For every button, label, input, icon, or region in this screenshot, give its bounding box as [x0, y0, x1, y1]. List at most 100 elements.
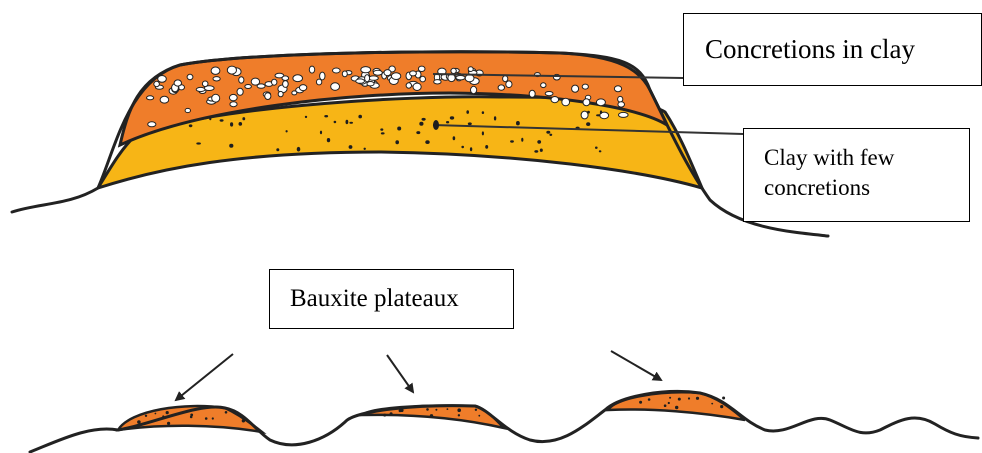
concretion-pebble: [583, 99, 590, 106]
small-plateau-speck: [478, 415, 480, 417]
small-plateau-speck: [447, 408, 449, 410]
concretion-pebble: [582, 84, 588, 89]
clay-speck: [586, 122, 590, 126]
label-clay-with-few-concretions: Clay with few concretions: [743, 128, 970, 222]
clay-speck: [595, 147, 598, 149]
clay-speck: [537, 140, 541, 144]
small-plateau-speck: [167, 422, 170, 425]
clay-speck: [364, 148, 366, 150]
clay-speck: [209, 117, 211, 121]
concretion-pebble: [410, 71, 417, 76]
concretion-pebble: [211, 67, 220, 74]
clay-speck: [482, 111, 484, 114]
concretion-pebble: [196, 87, 205, 91]
clay-speck: [358, 115, 362, 119]
concretion-pebble: [239, 77, 244, 83]
concretion-pebble: [202, 81, 208, 87]
concretion-pebble: [503, 76, 508, 82]
small-plateau-speck: [137, 420, 141, 424]
clay-speck: [466, 110, 469, 114]
clay-leader-marker: [433, 120, 439, 130]
concretion-pebble: [420, 76, 426, 82]
concretion-pebble: [465, 75, 474, 82]
label-bauxite-plateaux: Bauxite plateaux: [269, 269, 514, 329]
clay-speck: [422, 118, 426, 121]
small-plateau-speck: [639, 401, 642, 404]
clay-speck: [416, 131, 420, 134]
concretion-pebble: [148, 122, 156, 127]
concretion-pebble: [356, 79, 365, 83]
small-plateau-speck: [430, 414, 433, 417]
clay-speck: [397, 127, 401, 131]
concretion-pebble: [187, 74, 193, 79]
concretion-pebble: [596, 99, 605, 106]
clay-speck: [229, 144, 233, 148]
concretion-pebble: [468, 67, 473, 72]
clay-speck: [419, 122, 423, 126]
clay-speck: [324, 115, 328, 117]
concretion-pebble: [272, 79, 277, 85]
small-plateau-speck: [688, 397, 690, 399]
small-plateau-speck: [399, 409, 402, 412]
clay-speck: [286, 130, 288, 132]
small-plateau-speck: [711, 403, 713, 405]
concretion-pebble: [406, 83, 411, 88]
concretion-pebble: [618, 96, 623, 102]
label-clay-line-2: concretions: [764, 173, 969, 203]
concretion-pebble: [373, 70, 382, 75]
concretion-pebble: [498, 85, 504, 90]
small-plateau-speck: [475, 409, 477, 411]
concretion-pebble: [265, 93, 271, 100]
clay-speck: [242, 117, 245, 120]
concretion-pebble: [174, 80, 181, 86]
concretion-pebble: [147, 96, 154, 100]
concretion-pebble: [282, 76, 289, 81]
concretion-pebble: [529, 90, 535, 97]
concretion-pebble: [154, 81, 160, 86]
concretion-pebble: [551, 97, 559, 103]
clay-speck: [320, 131, 322, 135]
small-plateau-speck: [669, 397, 671, 399]
concretion-pebble: [278, 91, 283, 96]
clay-speck: [587, 111, 590, 114]
clay-speck: [327, 138, 330, 142]
concretion-pebble: [369, 76, 379, 80]
concretion-pebble: [618, 102, 625, 107]
clay-speck: [380, 128, 383, 130]
small-plateau-speck: [664, 404, 667, 407]
concretion-pebble: [471, 86, 477, 93]
concretion-pebble: [212, 94, 220, 102]
concretion-pebble: [365, 75, 370, 82]
clay-speck: [349, 122, 353, 124]
concretion-pebble: [413, 83, 421, 90]
small-plateau-speck: [722, 397, 725, 400]
concretion-pebble: [391, 73, 400, 80]
concretion-pebble: [257, 84, 265, 88]
concretion-pebble: [562, 98, 570, 106]
small-plateau-speck: [205, 417, 208, 420]
clay-speck: [470, 147, 472, 151]
clay-speck: [381, 132, 385, 134]
concretion-pebble: [333, 68, 341, 73]
concretion-pebble: [292, 91, 297, 95]
bauxite-arrows: [176, 351, 661, 400]
concretion-pebble: [572, 85, 579, 92]
clay-speck: [468, 122, 472, 125]
clay-speck: [220, 119, 224, 121]
concretion-pebble: [245, 85, 252, 89]
small-plateau-speck: [166, 411, 169, 414]
label-clay-line-1: Clay with few: [764, 143, 969, 173]
concretion-pebble: [158, 76, 167, 83]
clay-speck: [596, 114, 600, 116]
small-plateau-speck: [225, 411, 228, 414]
small-plateau-speck: [390, 412, 393, 415]
clay-speck: [521, 138, 523, 142]
clay-speck: [450, 116, 454, 119]
concretion-pebble: [541, 83, 546, 88]
clay-speck: [534, 150, 538, 153]
label-concretions-in-clay: Concretions in clay: [683, 13, 982, 86]
concretion-pebble: [451, 68, 456, 73]
clay-speck: [453, 136, 456, 140]
concretion-pebble: [160, 96, 169, 103]
clay-speck: [546, 131, 550, 134]
